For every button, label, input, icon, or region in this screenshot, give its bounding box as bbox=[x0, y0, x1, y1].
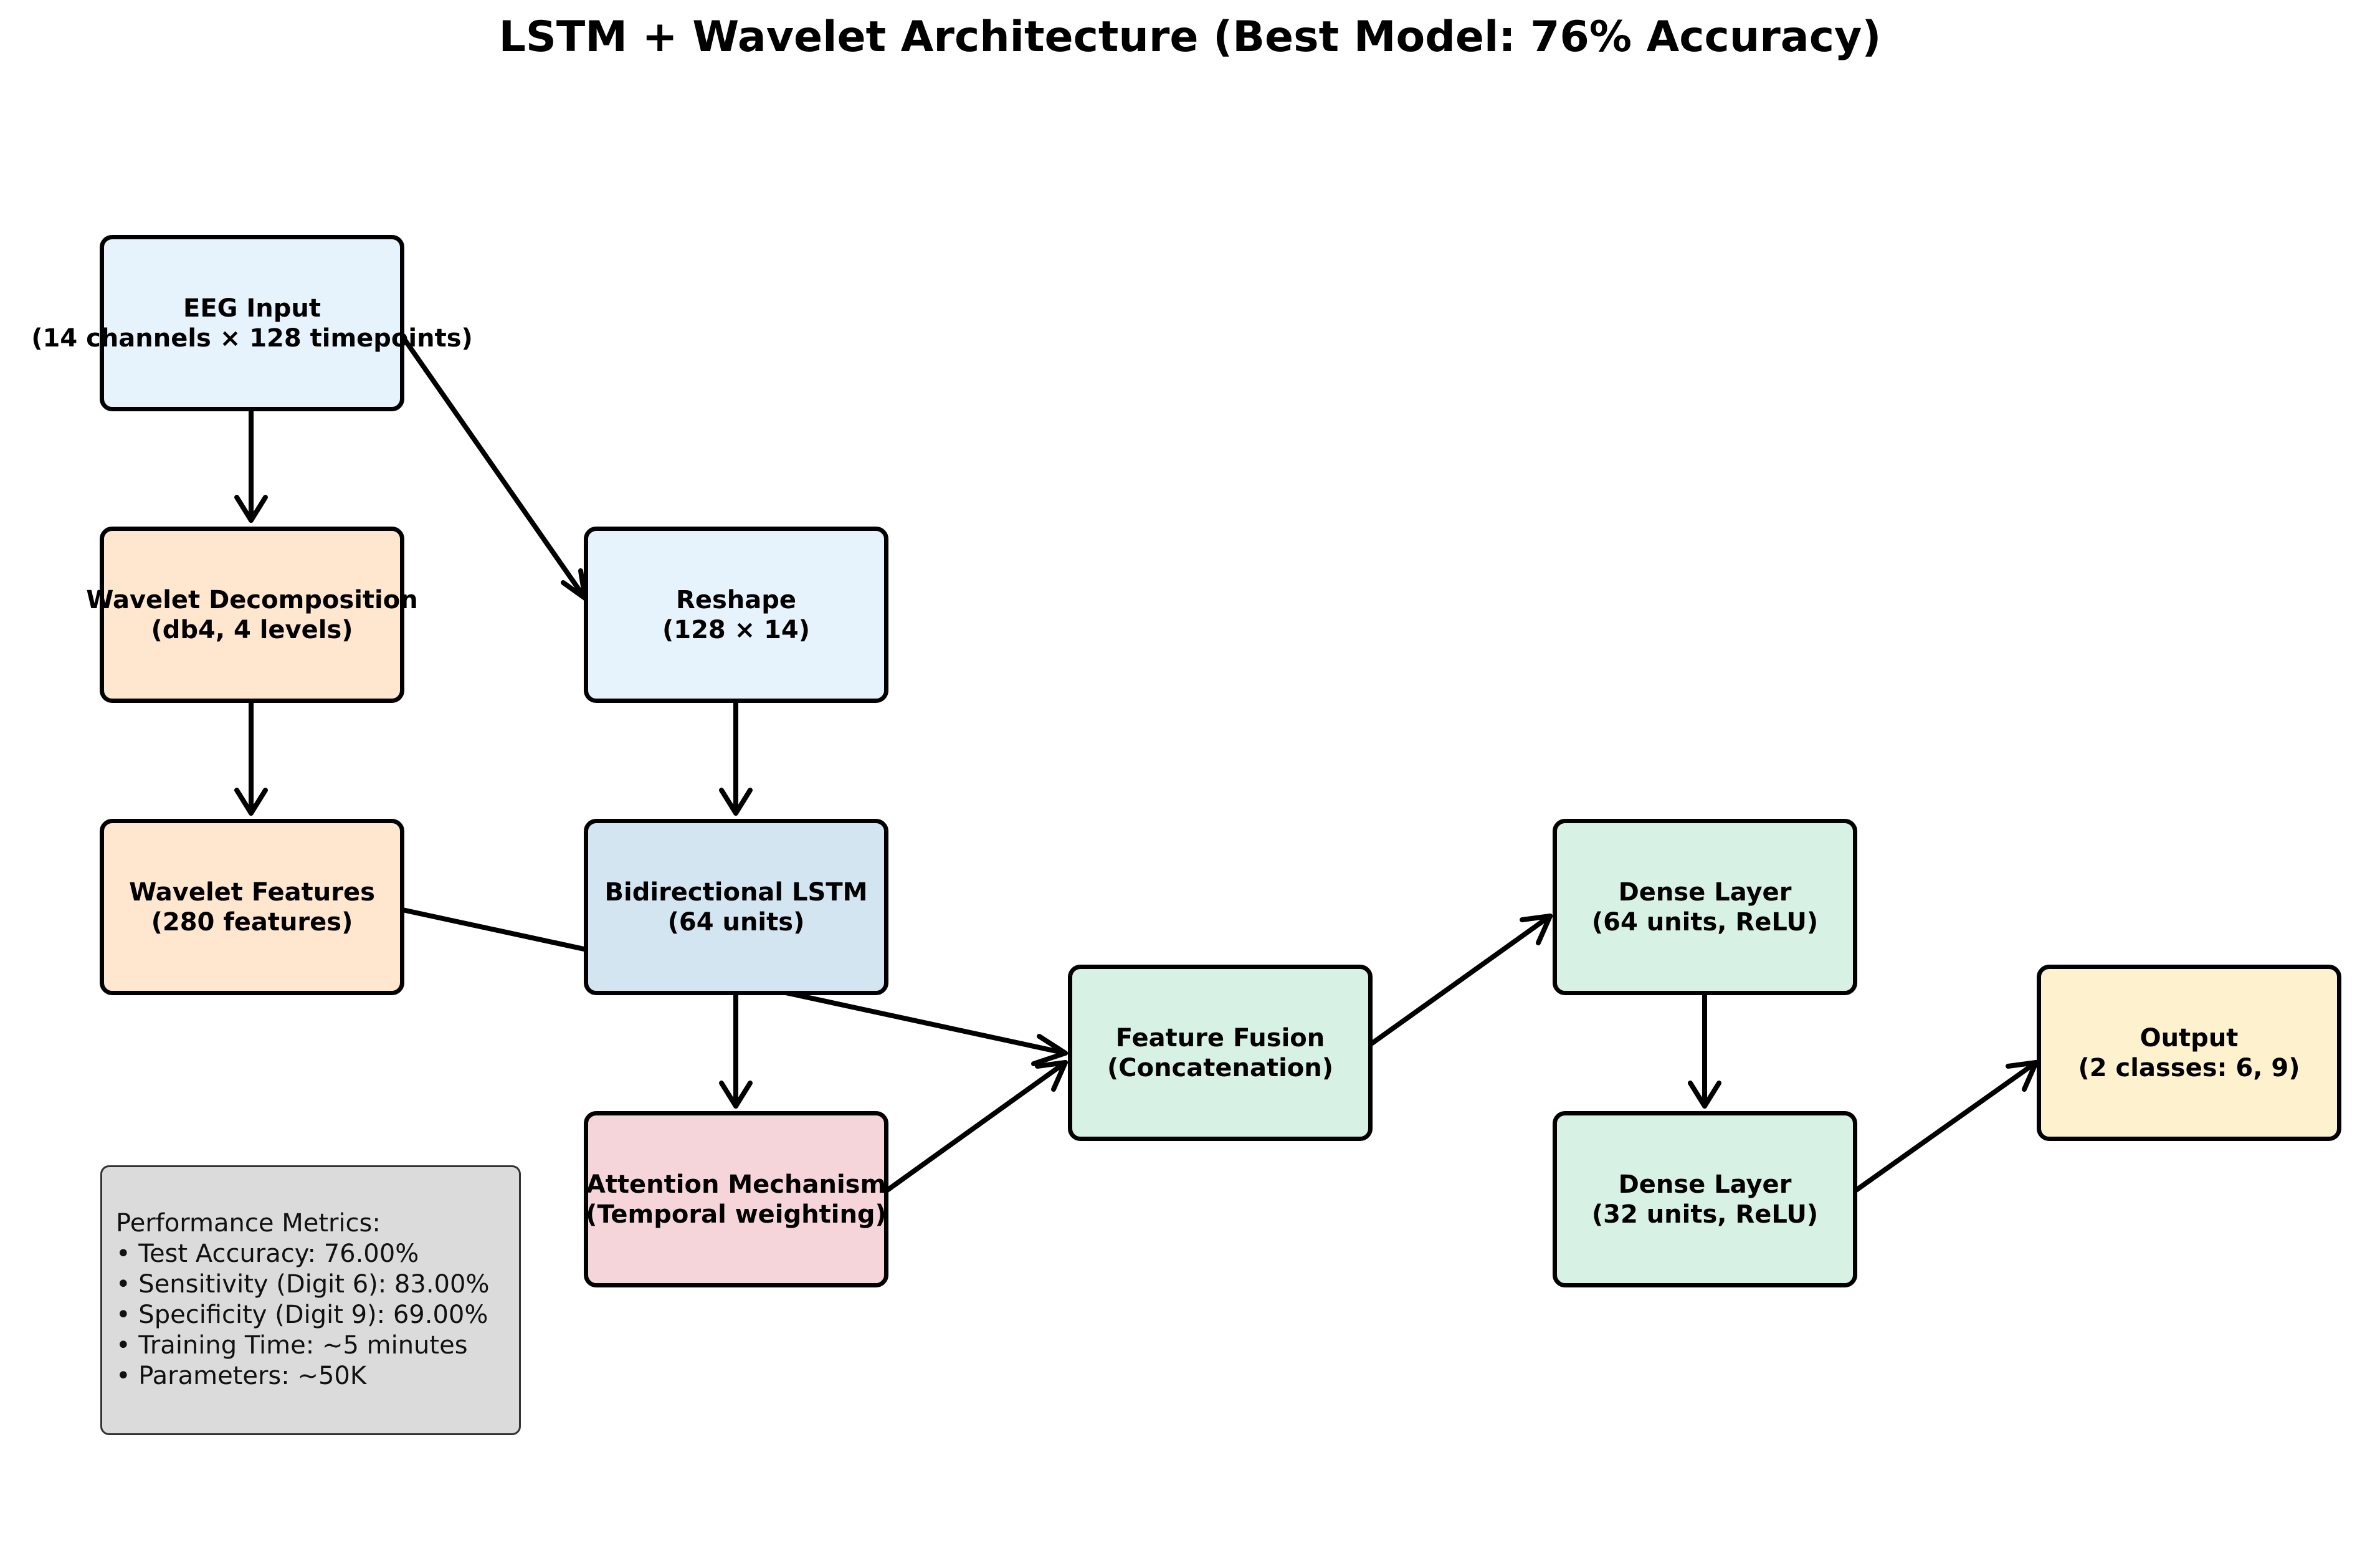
arrow-eeg-to-reshape bbox=[400, 334, 588, 601]
node-wavelet-decomposition: Wavelet Decomposition (db4, 4 levels) bbox=[86, 527, 418, 703]
arrow-wavelet-decomposition-to-features bbox=[234, 699, 268, 816]
arrow-lstm-to-attention bbox=[719, 991, 753, 1109]
node-eeg-input: EEG Input (14 channels × 128 timepoints) bbox=[31, 235, 473, 411]
node-wavelet-features-detail: (280 features) bbox=[151, 907, 353, 937]
node-feature-fusion: Feature Fusion (Concatenation) bbox=[1068, 965, 1373, 1141]
arrow-attention-to-fusion bbox=[885, 1060, 1068, 1193]
metric-specificity: • Specificity (Digit 9): 69.00% bbox=[116, 1301, 488, 1329]
node-output: Output (2 classes: 6, 9) bbox=[2037, 965, 2341, 1141]
node-dense-32-detail: (32 units, ReLU) bbox=[1591, 1200, 1819, 1229]
node-dense-64-title: Dense Layer bbox=[1618, 877, 1792, 907]
node-eeg-input-detail: (14 channels × 128 timepoints) bbox=[31, 323, 473, 353]
node-bidirectional-lstm-title: Bidirectional LSTM bbox=[604, 877, 868, 907]
node-attention-mechanism: Attention Mechanism (Temporal weighting) bbox=[584, 1111, 888, 1287]
node-wavelet-features: Wavelet Features (280 features) bbox=[100, 819, 404, 995]
node-attention-mechanism-detail: (Temporal weighting) bbox=[586, 1200, 887, 1229]
node-wavelet-decomposition-detail: (db4, 4 levels) bbox=[151, 615, 353, 644]
node-attention-mechanism-title: Attention Mechanism bbox=[586, 1170, 887, 1199]
arrow-fusion-to-dense-64 bbox=[1369, 914, 1553, 1046]
node-reshape: Reshape (128 × 14) bbox=[584, 527, 888, 703]
metric-sensitivity: • Sensitivity (Digit 6): 83.00% bbox=[116, 1270, 490, 1299]
node-dense-64-detail: (64 units, ReLU) bbox=[1591, 907, 1819, 937]
node-wavelet-decomposition-title: Wavelet Decomposition bbox=[86, 585, 418, 614]
metric-parameters: • Parameters: ~50K bbox=[116, 1362, 367, 1390]
node-feature-fusion-detail: (Concatenation) bbox=[1107, 1053, 1334, 1082]
node-eeg-input-title: EEG Input bbox=[183, 294, 321, 323]
node-bidirectional-lstm-detail: (64 units) bbox=[667, 907, 805, 937]
arrow-reshape-to-lstm bbox=[719, 699, 753, 816]
node-dense-32-title: Dense Layer bbox=[1618, 1170, 1792, 1199]
node-reshape-detail: (128 × 14) bbox=[662, 615, 811, 644]
node-reshape-title: Reshape bbox=[676, 585, 796, 614]
diagram-title: LSTM + Wavelet Architecture (Best Model:… bbox=[498, 12, 1882, 62]
performance-metrics-box: Performance Metrics: • Test Accuracy: 76… bbox=[100, 1165, 521, 1435]
metric-test-accuracy: • Test Accuracy: 76.00% bbox=[116, 1239, 419, 1268]
node-feature-fusion-title: Feature Fusion bbox=[1115, 1023, 1325, 1053]
node-output-detail: (2 classes: 6, 9) bbox=[2078, 1053, 2300, 1082]
arrow-eeg-to-wavelet-decomposition bbox=[234, 406, 268, 523]
node-output-title: Output bbox=[2140, 1023, 2239, 1053]
metric-training-time: • Training Time: ~5 minutes bbox=[116, 1331, 468, 1360]
arrow-dense-32-to-output bbox=[1854, 1060, 2039, 1193]
arrow-dense-64-to-dense-32 bbox=[1688, 991, 1721, 1109]
node-dense-64: Dense Layer (64 units, ReLU) bbox=[1553, 819, 1857, 995]
node-bidirectional-lstm: Bidirectional LSTM (64 units) bbox=[584, 819, 888, 995]
metrics-heading: Performance Metrics: bbox=[116, 1209, 381, 1238]
node-dense-32: Dense Layer (32 units, ReLU) bbox=[1553, 1111, 1857, 1287]
node-wavelet-features-title: Wavelet Features bbox=[129, 877, 375, 907]
